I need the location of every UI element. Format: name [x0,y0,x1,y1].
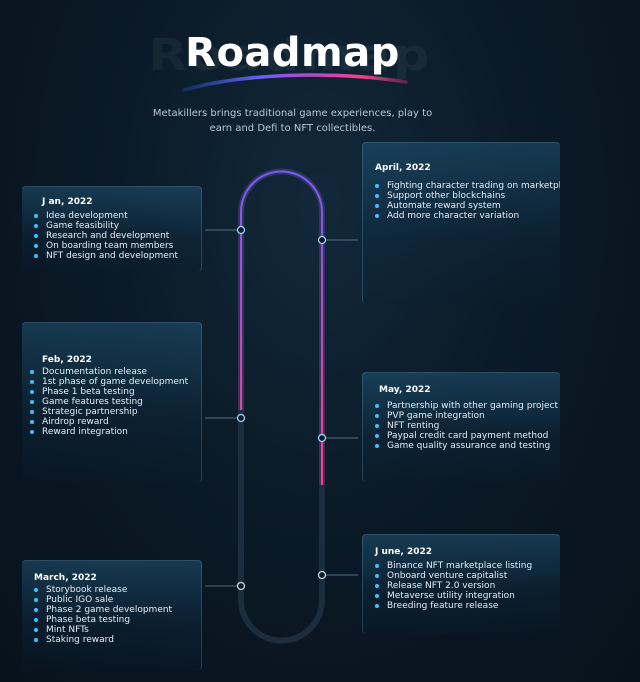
list-item: Automate reward system [375,201,560,211]
milestone-card-june: J une, 2022 Binance NFT marketplace list… [362,534,560,634]
milestone-card-april: April, 2022 Fighting character trading o… [362,142,560,304]
list-item: Reward integration [30,427,201,437]
list-item: NFT design and development [34,251,201,261]
list-item: Release NFT 2.0 version [375,581,560,591]
list-item: 1st phase of game development [30,377,201,387]
node-june [317,570,327,580]
list-item: Storybook release [34,585,201,595]
list-item: Documentation release [30,367,201,377]
milestone-title: May, 2022 [379,385,431,395]
list-item: Paypal credit card payment method [375,431,560,441]
list-item: Breeding feature release [375,601,560,611]
milestone-list: Fighting character trading on marketpla … [375,181,560,221]
milestone-card-jan: J an, 2022 Idea development Game feasibi… [22,186,202,272]
milestone-title: Feb, 2022 [42,355,92,365]
list-item: Binance NFT marketplace listing [375,561,560,571]
page-title: Roadmap [185,30,400,76]
list-item: NFT renting [375,421,560,431]
milestone-list: Documentation release 1st phase of game … [30,367,201,437]
milestone-list: Storybook release Public IGO sale Phase … [34,585,201,645]
page-subtitle: Metakillers brings traditional game expe… [152,108,433,134]
list-item: Game feasibility [34,221,201,231]
list-item: Phase 2 game development [34,605,201,615]
list-item: Support other blockchains [375,191,560,201]
list-item: PVP game integration [375,411,560,421]
list-item: Strategic partnership [30,407,201,417]
list-item: Partnership with other gaming project [375,401,560,411]
list-item: Airdrop reward [30,417,201,427]
list-item: Idea development [34,211,201,221]
milestone-list: Binance NFT marketplace listing Onboard … [375,561,560,611]
node-april [317,235,327,245]
list-item: Add more character variation [375,211,560,221]
list-item: Mint NFTs [34,625,201,635]
node-march [236,581,246,591]
node-feb [236,413,246,423]
node-jan [236,225,246,235]
milestone-title: April, 2022 [375,163,431,173]
milestone-title: J an, 2022 [42,197,93,207]
list-item: Phase 1 beta testing [30,387,201,397]
milestone-title: J une, 2022 [375,547,433,557]
milestone-card-may: May, 2022 Partnership with other gaming … [362,372,560,482]
list-item: Research and development [34,231,201,241]
milestone-card-march: March, 2022 Storybook release Public IGO… [22,560,202,670]
list-item: Phase beta testing [34,615,201,625]
list-item: Game features testing [30,397,201,407]
list-item: Game quality assurance and testing [375,441,560,451]
list-item: On boarding team members [34,241,201,251]
milestone-list: Partnership with other gaming project PV… [375,401,560,451]
list-item: Metaverse utility integration [375,591,560,601]
list-item: Public IGO sale [34,595,201,605]
milestone-list: Idea development Game feasibility Resear… [34,211,201,261]
ghost-title: Roadmap [148,30,432,81]
node-may [317,433,327,443]
list-item: Onboard venture capitalist [375,571,560,581]
milestone-title: March, 2022 [34,573,97,583]
list-item: Staking reward [34,635,201,645]
milestone-card-feb: Feb, 2022 Documentation release 1st phas… [22,322,202,482]
list-item: Fighting character trading on marketpla [375,181,560,191]
title-swoosh [182,73,408,92]
